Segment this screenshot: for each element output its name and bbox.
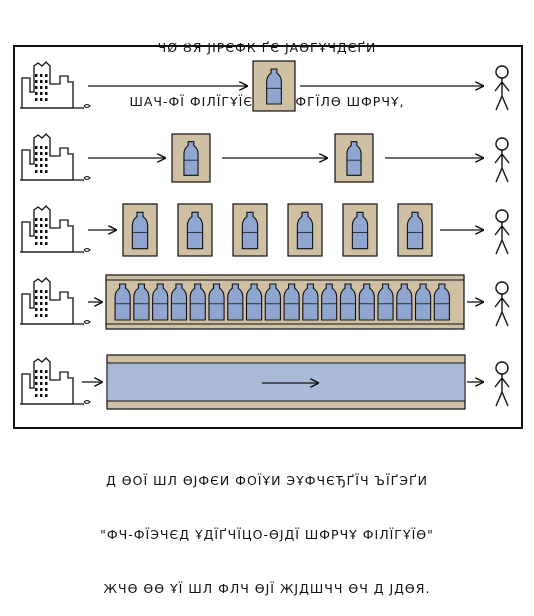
row-4-bottle-8 [245,283,263,321]
row-2-crate-1 [171,133,211,183]
row-4-bottle-15 [377,283,394,321]
row-2-crate-1-bottle [183,141,199,176]
bottom-caption: Д ӨОЇ ШЛ ӨЈФЄИ ФОЇҰИ ЭҰФЧЄЂҐЇЧ ЪЇҐЭҐИ "Ф… [0,436,534,616]
row-1-person [494,65,510,111]
row-4-bottle-10 [283,283,300,321]
row-3-crate-5-bottle [351,211,369,250]
comic-panel-frame [13,45,523,429]
bottom-caption-line-2: "ФЧ-ФЇЭЧЄД ҰДЇҐЧЇЦО-ӨЈДЇ ШФРЧҰ ФІЛЇГҰЇӨ" [100,527,434,542]
row-4-bottle-11 [302,283,319,321]
row-4-factory [20,277,91,325]
row-4-bottle-5 [189,283,206,321]
row-2-factory [20,133,91,181]
bottom-caption-line-1: Д ӨОЇ ШЛ ӨЈФЄИ ФОЇҰИ ЭҰФЧЄЂҐЇЧ ЪЇҐЭҐИ [106,473,428,488]
row-3-crate-5 [342,203,378,257]
row-4-bottle-7 [227,283,244,321]
row-4-bottle-18 [433,283,450,321]
row-2-person [494,137,510,183]
row-3-crate-2-bottle [186,211,204,250]
row-2-crate-2-bottle [346,141,362,176]
row-5-factory [20,357,91,405]
row-4-bottle-12 [321,283,338,321]
row-4-bottle-3 [152,283,169,321]
row-3-crate-6-bottle [406,211,424,250]
row-5-person [494,361,510,407]
row-4-bottle-pipe [105,274,465,330]
row-1-factory [20,61,91,109]
row-3-crate-4 [287,203,323,257]
row-2-crate-2 [334,133,374,183]
row-3-factory [20,205,91,253]
row-4-bottle-9 [264,283,281,321]
comic-panel [20,60,510,410]
row-3-crate-4-bottle [296,211,314,250]
row-1-crate-1 [252,60,296,112]
row-3-crate-6 [397,203,433,257]
row-4-bottle-4 [170,283,188,321]
row-3-crate-2 [177,203,213,257]
row-4-bottle-14 [358,283,375,321]
row-3-crate-3-bottle [241,211,259,250]
row-3-crate-1 [122,203,158,257]
row-4-bottle-6 [208,283,225,321]
top-caption-line-1: ЧØ ȢЯ ЈІРЄФК ҐЄ ЈАӨГҰЧДЄҐИ [157,40,377,55]
row-5-water-pipe [106,354,466,410]
row-3-person [494,209,510,255]
row-4-bottle-17 [414,283,432,321]
row-4-person [494,281,510,327]
row-3-crate-1-bottle [131,211,149,250]
row-3-crate-3 [232,203,268,257]
row-4-bottle-13 [339,283,357,321]
bottom-caption-line-3: ЖЧӨ ӨӨ ҰЇ ШЛ ФЛЧ ӨЈЇ ЖЈДШЧЧ ӨЧ Д ЈДӨЯ. [103,581,431,596]
row-4-bottle-2 [133,283,150,321]
row-4-bottle-1 [114,283,131,321]
row-4-bottle-16 [396,283,413,321]
row-1-crate-1-bottle [266,68,282,105]
